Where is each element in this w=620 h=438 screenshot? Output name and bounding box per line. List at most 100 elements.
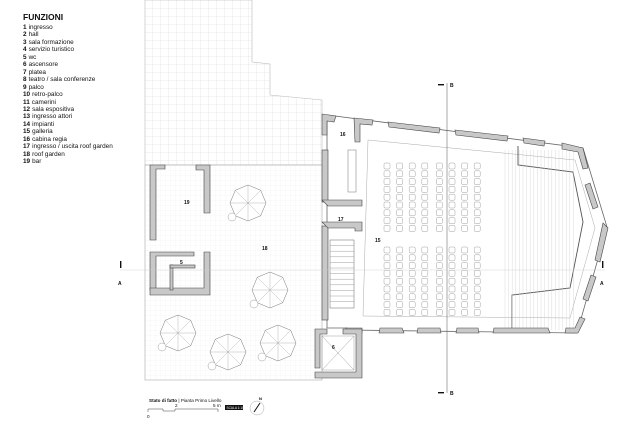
legend-item-number: 19 [23, 158, 31, 166]
seat [436, 301, 443, 308]
seat [436, 201, 443, 209]
seat [421, 293, 428, 300]
seat [474, 178, 481, 185]
legend-item-label: sala formazione [28, 38, 74, 46]
seat [383, 270, 391, 277]
stage-boards [504, 150, 574, 330]
seat [448, 301, 456, 308]
seat [474, 262, 481, 269]
seat [409, 278, 416, 285]
seat [383, 186, 391, 193]
control-desk [347, 149, 357, 193]
seat [474, 278, 481, 285]
seat [461, 285, 468, 293]
seat [436, 309, 443, 316]
seat [383, 301, 391, 308]
seat [436, 178, 443, 185]
seat [461, 186, 468, 193]
table-chair [227, 212, 237, 222]
table-chair [257, 352, 267, 362]
legend-item-number: 5 [23, 53, 27, 61]
seat [409, 301, 416, 308]
seat [409, 217, 416, 224]
seat [409, 270, 416, 277]
legend-item-label: galleria [32, 128, 53, 136]
seat [461, 254, 468, 262]
seat [474, 285, 481, 293]
seat [421, 262, 428, 269]
legend-item-number: 6 [23, 61, 27, 69]
seat [436, 246, 443, 254]
gallery-line [362, 139, 596, 319]
seat [474, 201, 481, 209]
seat [448, 178, 456, 185]
legend-item-number: 12 [23, 105, 31, 113]
seat [409, 201, 416, 209]
seat [436, 162, 443, 170]
legend-item-number: 16 [23, 135, 31, 143]
seat [436, 285, 443, 293]
seat [448, 193, 456, 201]
room-label-6: 6 [332, 345, 335, 351]
stage [511, 146, 584, 332]
elevator-car [321, 335, 355, 371]
seat [396, 201, 403, 209]
table-chair [207, 361, 217, 371]
seat [421, 178, 428, 185]
seat [448, 278, 456, 285]
seat [421, 170, 428, 178]
scale-label-0: 0 [147, 414, 150, 419]
seat [383, 162, 391, 170]
seat [409, 246, 416, 254]
seat [409, 170, 416, 178]
seat [409, 262, 416, 269]
seat [436, 293, 443, 300]
seat [461, 178, 468, 185]
seat [461, 225, 468, 232]
seat [396, 254, 403, 262]
legend-item-label: bar [32, 158, 42, 166]
seat [436, 254, 443, 262]
seat [436, 186, 443, 193]
seat [474, 162, 481, 170]
scale-badge-text: SCALA 1:100 [227, 406, 246, 410]
stair-outline [329, 239, 355, 309]
seat [383, 225, 391, 232]
legend-item-number: 18 [23, 150, 31, 158]
legend-item-label: servizio turistico [28, 46, 75, 54]
seat [383, 217, 391, 224]
table-chair [157, 342, 167, 352]
legend-item-number: 17 [23, 143, 31, 151]
seat [396, 217, 403, 224]
seat [474, 270, 481, 277]
legend-item-number: 15 [23, 128, 31, 136]
seat [436, 193, 443, 201]
seat [474, 193, 481, 201]
section-marker-b-top [438, 84, 444, 86]
seat [448, 262, 456, 269]
legend-item-number: 13 [23, 113, 31, 121]
seat [461, 170, 468, 178]
section-label-b-top: B [450, 83, 454, 89]
seat [448, 246, 456, 254]
seat [409, 186, 416, 193]
legend-item-label: wc [28, 53, 37, 61]
seat [409, 285, 416, 293]
seat [461, 293, 468, 300]
legend-item-label: teatro / sala conferenze [28, 76, 96, 84]
seat [448, 186, 456, 193]
seat [474, 170, 481, 178]
legend-item-label: camerini [31, 98, 56, 106]
seat [396, 301, 403, 308]
seat [396, 278, 403, 285]
seat [436, 270, 443, 277]
elevator-shaft [321, 335, 355, 371]
seat [436, 262, 443, 269]
